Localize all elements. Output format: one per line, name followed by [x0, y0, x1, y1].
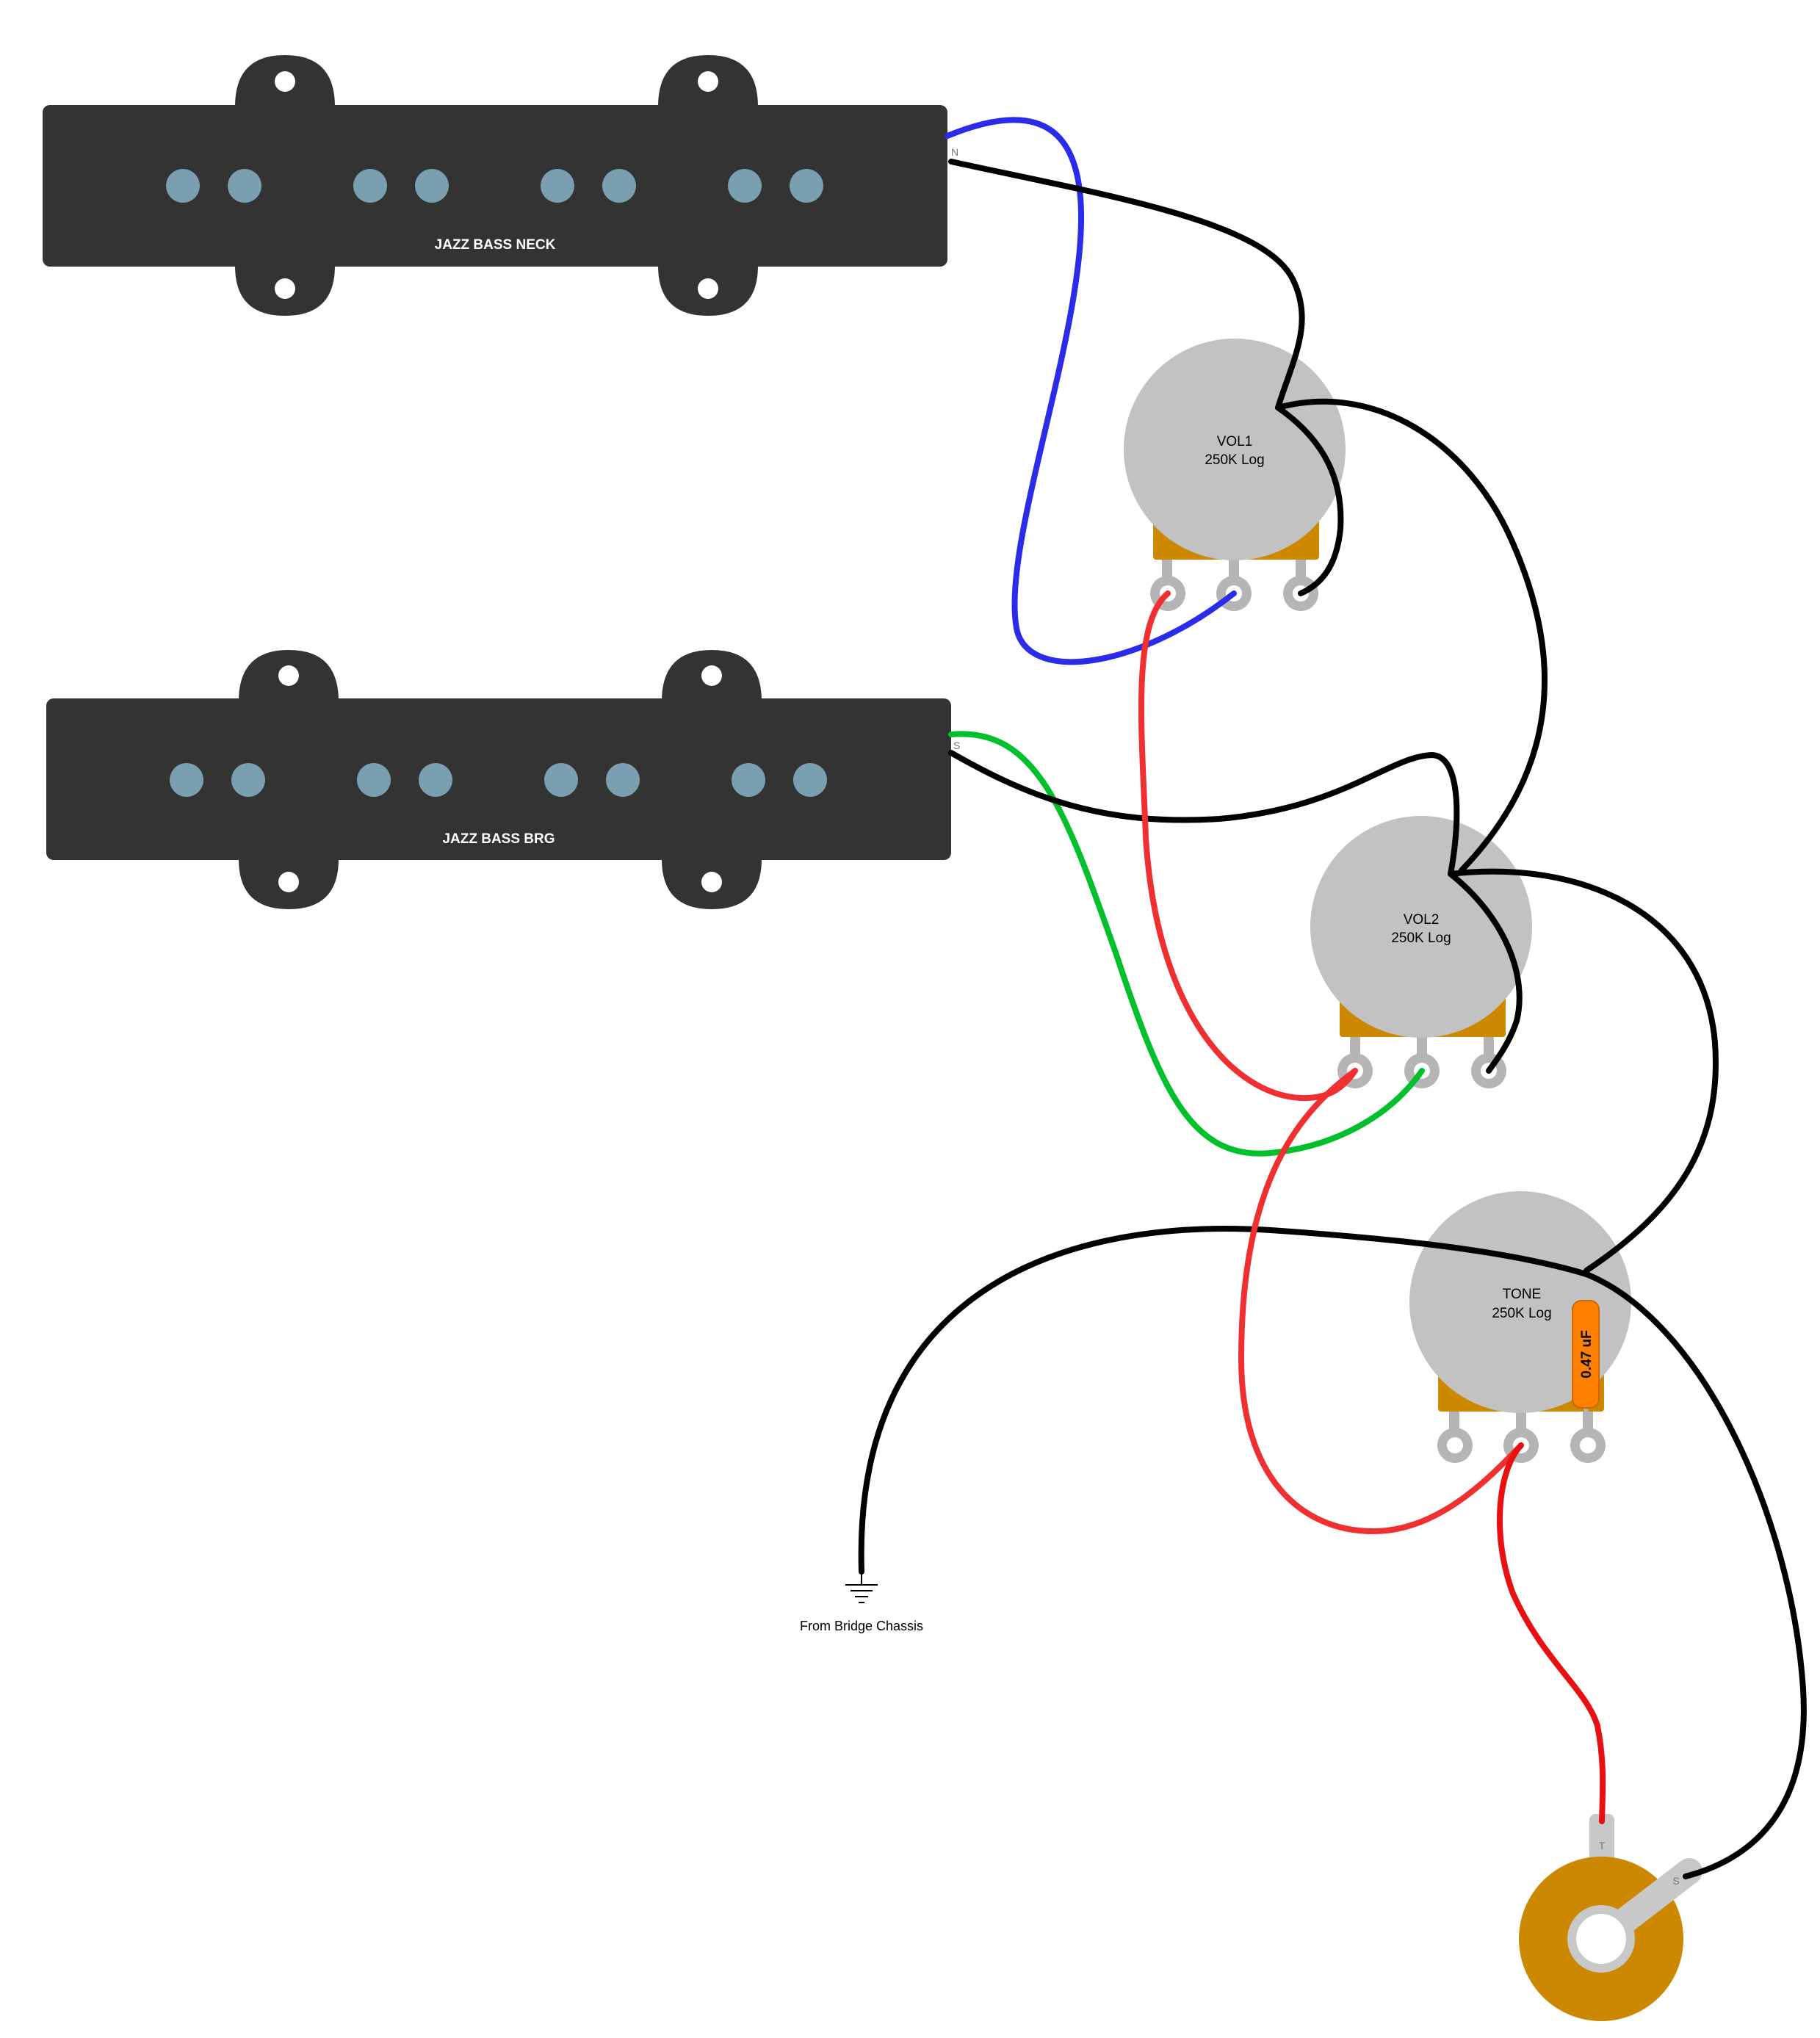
jack-sleeve-label: S — [1672, 1875, 1679, 1887]
wire-red-vol2-to-tone — [1238, 1068, 1524, 1534]
output-jack: T S — [1519, 1814, 1702, 2021]
wire-red-tone-to-jack — [1496, 1442, 1606, 1824]
pole-piece — [606, 763, 640, 797]
tone-name: TONE — [1503, 1287, 1541, 1302]
bridge-pickup-mount-hole — [278, 872, 299, 892]
bridge-pickup: JAZZ BASS BRG S — [46, 650, 960, 909]
pole-piece — [728, 169, 762, 203]
ground-label: From Bridge Chassis — [800, 1619, 923, 1633]
neck-pickup: JAZZ BASS NECK N — [43, 55, 958, 316]
neck-pickup-north-lead-label: N — [951, 146, 958, 158]
pole-piece — [602, 169, 636, 203]
wire-black-neck-to-vol1 — [948, 159, 1344, 596]
bridge-pickup-mount-hole — [278, 665, 299, 686]
vol1-pot: VOL1 250K Log — [1124, 339, 1346, 611]
wire-black-tone-to-jack — [1584, 1271, 1807, 1879]
pole-piece — [228, 169, 261, 203]
capacitor: 0.47 uF — [1572, 1300, 1600, 1437]
pole-piece — [732, 763, 765, 797]
capacitor-lead — [1584, 1406, 1590, 1437]
tone-lug-hole — [1580, 1437, 1596, 1453]
wire-blue-neck-to-vol1 — [945, 117, 1237, 665]
pole-piece — [415, 169, 449, 203]
neck-pickup-mount-hole — [275, 71, 295, 92]
wire-black-vol2-to-tone — [1448, 868, 1719, 1273]
neck-pickup-mount-hole — [275, 278, 295, 299]
wire-black-ground-to-tone — [858, 1225, 1589, 1575]
neck-pickup-pole-pieces — [166, 169, 823, 203]
pole-piece — [541, 169, 574, 203]
jack-hole — [1576, 1914, 1626, 1964]
pole-piece — [544, 763, 578, 797]
capacitor-label: 0.47 uF — [1579, 1330, 1595, 1378]
pole-piece — [231, 763, 265, 797]
neck-pickup-label: JAZZ BASS NECK — [435, 237, 556, 253]
pole-piece — [790, 169, 823, 203]
bridge-pickup-mount-hole — [701, 872, 722, 892]
pole-piece — [357, 763, 391, 797]
vol1-name: VOL1 — [1217, 434, 1253, 449]
neck-pickup-mount-hole — [698, 278, 718, 299]
bridge-pickup-pole-pieces — [170, 763, 827, 797]
vol2-value: 250K Log — [1391, 931, 1451, 946]
pole-piece — [170, 763, 203, 797]
vol2-name: VOL2 — [1404, 912, 1440, 928]
pole-piece — [793, 763, 827, 797]
pole-piece — [166, 169, 200, 203]
wires — [858, 117, 1807, 1879]
bridge-pickup-south-lead-label: S — [953, 740, 960, 751]
wire-red-vol1-to-vol2 — [1138, 590, 1358, 1102]
bridge-pickup-body — [46, 698, 951, 860]
vol1-value: 250K Log — [1205, 452, 1264, 468]
neck-pickup-mount-hole — [698, 71, 718, 92]
tone-lug-hole — [1447, 1437, 1463, 1453]
pole-piece — [353, 169, 387, 203]
wire-black-vol1-to-vol2 — [1275, 398, 1548, 873]
neck-pickup-body — [43, 105, 947, 267]
wire-black-bridge-to-vol2 — [948, 750, 1523, 1074]
pole-piece — [419, 763, 452, 797]
wire-green-bridge-to-vol2 — [948, 731, 1425, 1157]
bridge-pickup-label: JAZZ BASS BRG — [442, 831, 555, 847]
jack-tip-label: T — [1599, 1840, 1606, 1851]
capacitor-body — [1572, 1300, 1600, 1409]
vol1-pot-body — [1124, 339, 1346, 560]
bridge-pickup-mount-hole — [701, 665, 722, 686]
tone-value: 250K Log — [1492, 1306, 1551, 1321]
